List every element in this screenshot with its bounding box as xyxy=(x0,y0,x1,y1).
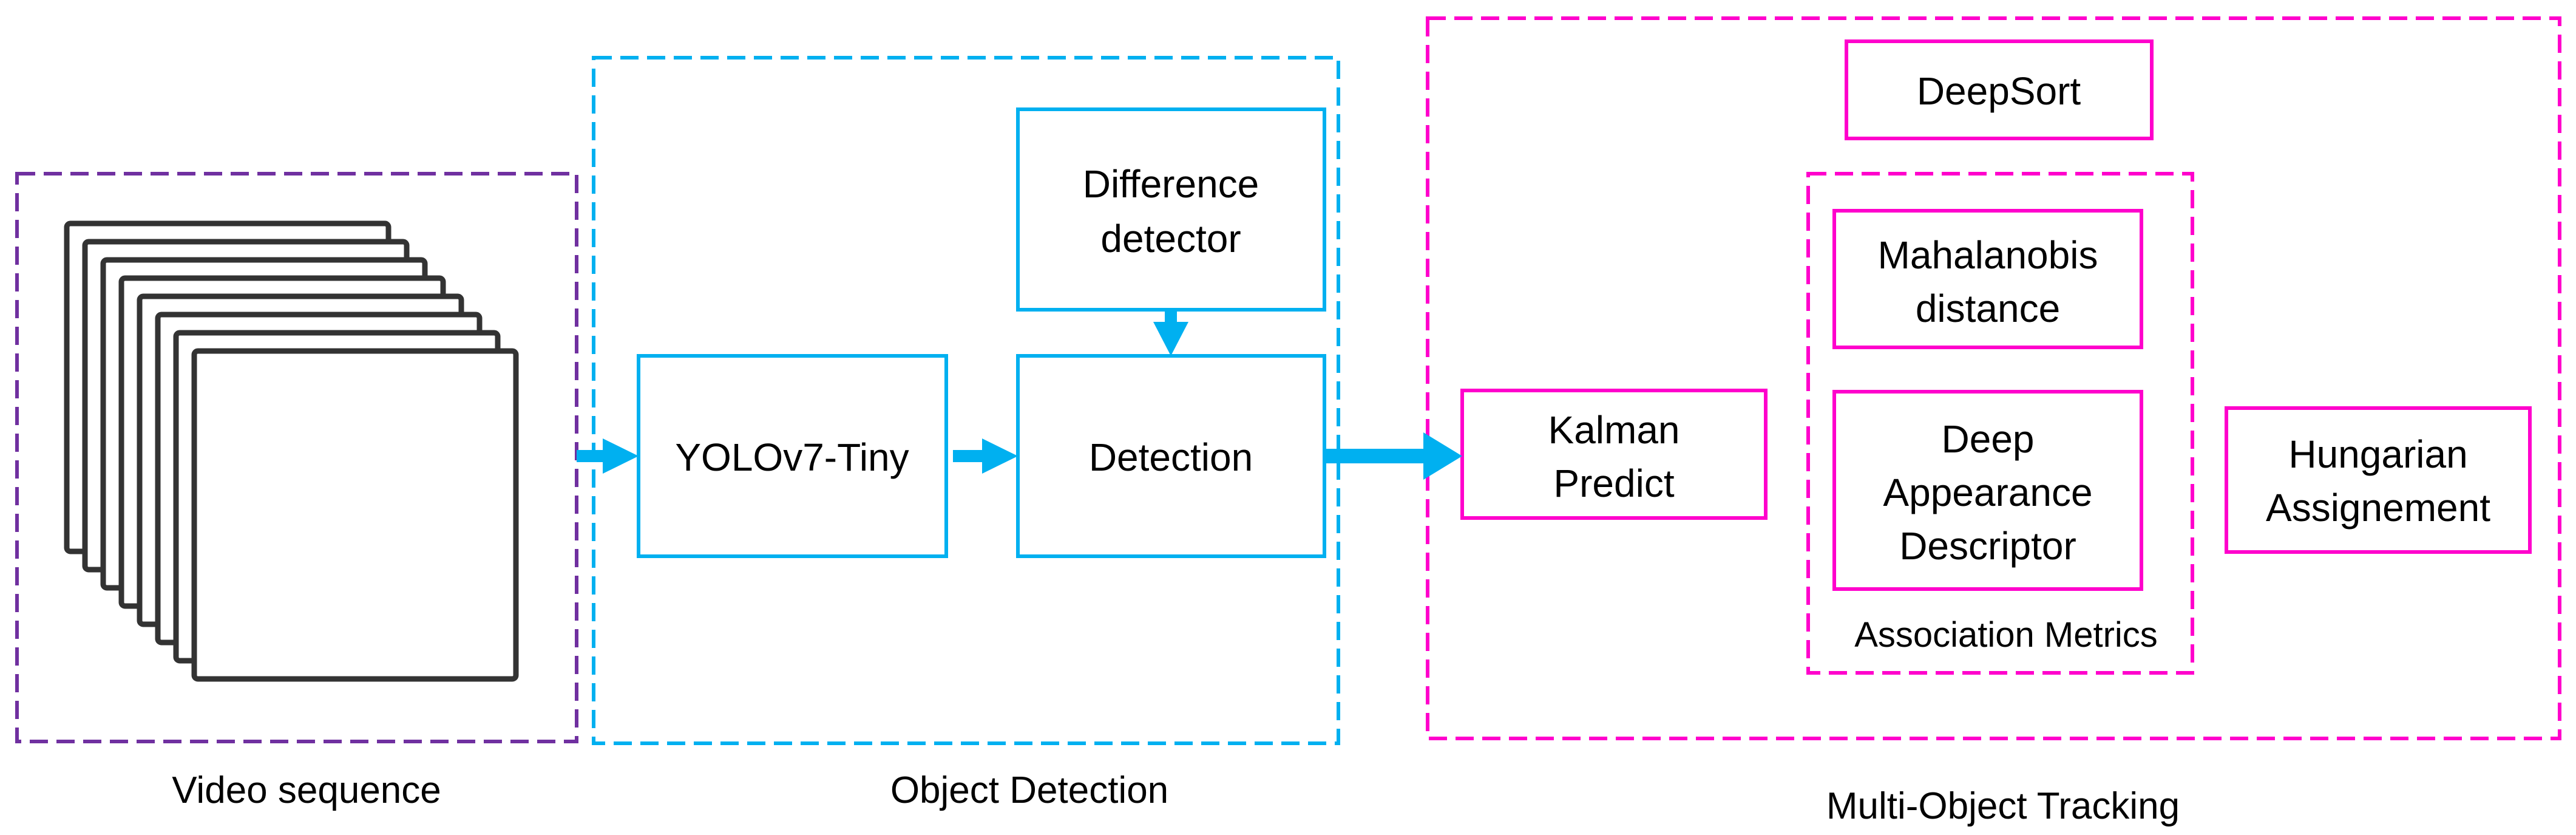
hungarian-line2: Assignement xyxy=(2266,486,2490,530)
association-metrics-label: Association Metrics xyxy=(1854,615,2158,655)
hungarian-line1: Hungarian xyxy=(2288,432,2467,476)
deep-appearance-box xyxy=(1832,390,2143,591)
video-frames-stack xyxy=(64,220,519,682)
difference-detector-box xyxy=(1016,107,1326,312)
video-sequence-label: Video sequence xyxy=(172,769,441,811)
association-metrics-frame xyxy=(1806,172,2194,675)
difference-detector-line2: detector xyxy=(1100,217,1241,261)
mahalanobis-line1: Mahalanobis xyxy=(1878,233,2098,277)
detection-label: Detection xyxy=(1089,435,1253,479)
kalman-predict-box xyxy=(1460,389,1768,520)
object-detection-frame xyxy=(592,56,1340,745)
yolo-label: YOLOv7-Tiny xyxy=(675,435,909,479)
deepsort-box xyxy=(1845,39,2154,140)
object-detection-label: Object Detection xyxy=(890,769,1168,811)
deep-appearance-line1: Deep xyxy=(1942,417,2035,461)
mahalanobis-line2: distance xyxy=(1916,287,2060,330)
deepsort-label: DeepSort xyxy=(1917,69,2081,113)
yolo-box xyxy=(637,354,948,558)
kalman-predict-line1: Kalman xyxy=(1548,408,1680,452)
mahalanobis-box xyxy=(1832,209,2143,349)
difference-detector-line1: Difference xyxy=(1083,162,1259,206)
deep-appearance-line2: Appearance xyxy=(1883,471,2092,514)
multi-object-tracking-label: Multi-Object Tracking xyxy=(1826,785,2180,827)
arrow-detection-to-kalman xyxy=(1324,432,1462,480)
kalman-predict-line2: Predict xyxy=(1553,462,1674,505)
arrow-yolo-to-detection xyxy=(953,438,1018,474)
video-frame xyxy=(191,348,519,682)
multi-object-tracking-frame xyxy=(1426,16,2561,740)
arrow-video-to-yolo xyxy=(577,438,639,474)
arrow-difference-to-detection xyxy=(1153,310,1188,356)
deep-appearance-line3: Descriptor xyxy=(1899,524,2076,568)
hungarian-assignment-box xyxy=(2225,406,2532,554)
